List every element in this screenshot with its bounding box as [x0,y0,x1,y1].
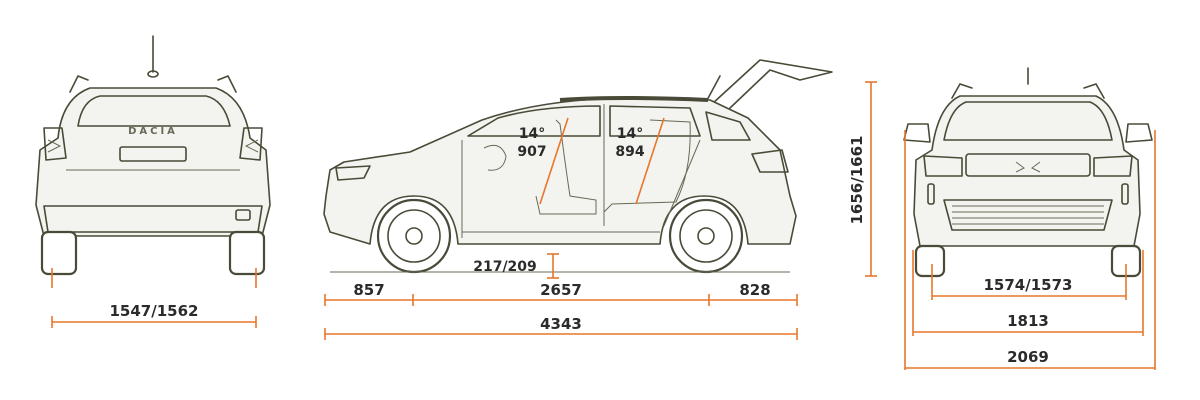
rear-track-dimension [51,268,257,328]
front-view-car [903,67,1153,278]
front-track-label: 1574/1573 [984,276,1073,294]
front-dimensions [904,130,1156,370]
ground-clearance-label: 217/209 [473,259,537,275]
rear-view-car [35,35,271,276]
rear-logo-text: DACIA [128,126,178,137]
front-overhang-label: 857 [353,281,384,299]
rear-seat-distance-label: 894 [615,144,644,160]
width-with-mirrors-label: 2069 [1007,348,1049,366]
height-label: 1656/1661 [848,136,866,225]
rear-overhang-label: 828 [739,281,770,299]
length-dimensions [324,294,798,340]
body-width-label: 1813 [1007,312,1049,330]
height-dimension [865,81,877,277]
front-seat-angle-label: 14° [519,126,545,142]
wheelbase-label: 2657 [540,281,582,299]
ground-clearance-dimension [547,253,559,279]
rear-track-label: 1547/1562 [110,302,199,320]
rear-seat-angle-label: 14° [617,126,643,142]
front-seat-distance-label: 907 [517,144,546,160]
seat-measurement-lines [539,117,665,205]
side-view-car [323,59,833,274]
overall-length-label: 4343 [540,315,582,333]
